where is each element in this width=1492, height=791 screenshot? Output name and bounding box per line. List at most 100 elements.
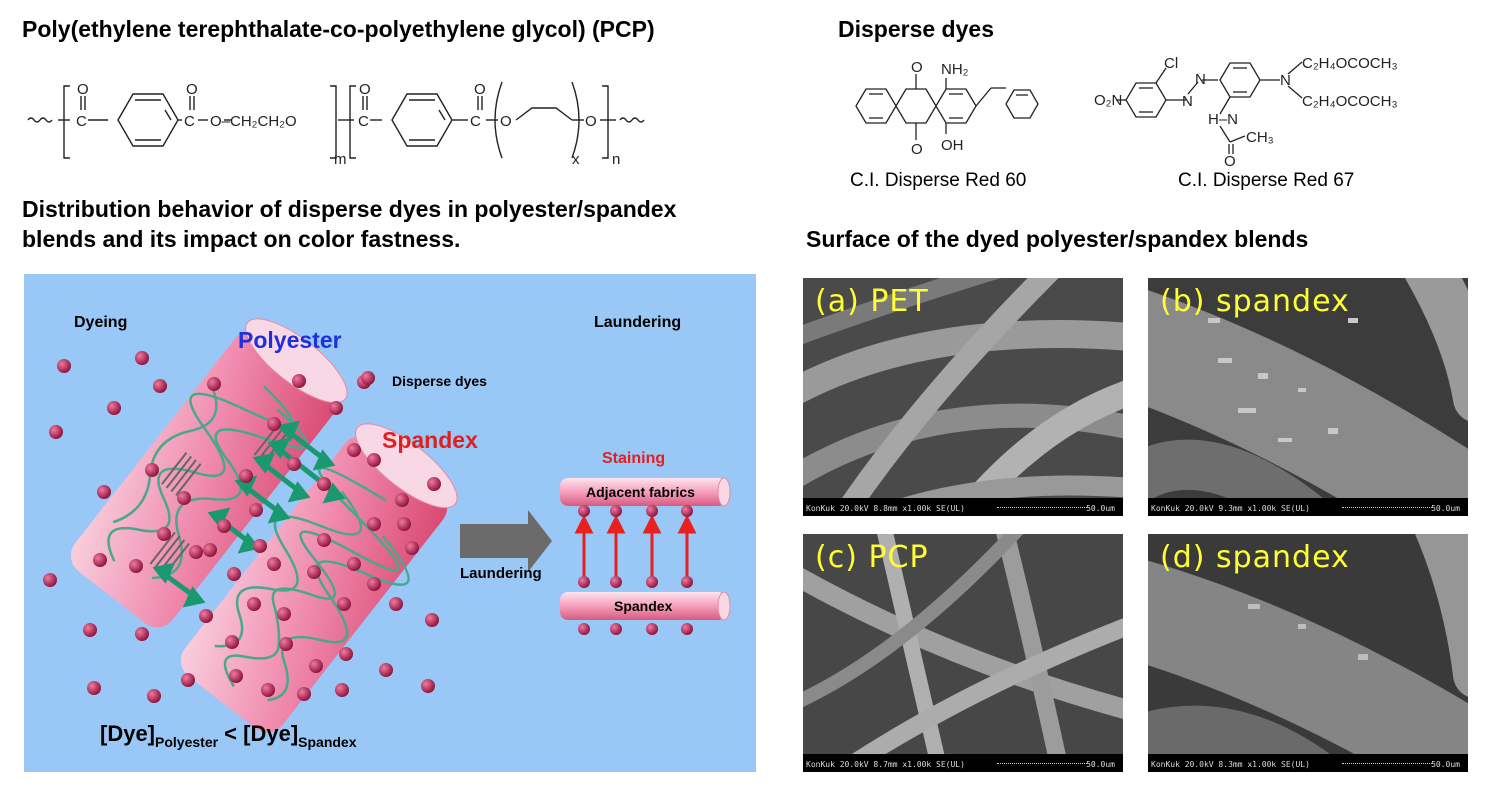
surface-title: Surface of the dyed polyester/spandex bl… [806, 226, 1309, 252]
red67-name: C.I. Disperse Red 67 [1178, 170, 1355, 191]
dye-particle [307, 565, 321, 579]
svg-text:C: C [76, 113, 87, 130]
dye-particle [129, 559, 143, 573]
red67-cl: Cl [1164, 55, 1178, 72]
staining-arrows [574, 514, 697, 578]
red67-o: O [1224, 153, 1236, 170]
dye-particle [267, 557, 281, 571]
dye-particle [145, 463, 159, 477]
sem-c-scale: 50.0um [1086, 760, 1115, 769]
staining-particle [681, 576, 693, 588]
dye-particle [267, 417, 281, 431]
sem-c-scalebar [997, 759, 1087, 764]
staining-particle [610, 623, 622, 635]
red67-hn: H–N [1208, 111, 1238, 128]
staining-particles [578, 505, 693, 635]
sem-b-fibers [1148, 278, 1468, 516]
sem-c-info: KonKuk 20.0kV 8.7mm x1.00k SE(UL) [806, 760, 965, 769]
dye-particle [425, 613, 439, 627]
sem-b-scalebar [1342, 503, 1432, 508]
dye-particle [43, 573, 57, 587]
pcp-carbonyl-o-3: O [359, 81, 371, 98]
spandex-label: Spandex [382, 427, 478, 453]
bracket-left-m [63, 85, 70, 159]
dye-particle [261, 683, 275, 697]
bracket-right-n [602, 85, 609, 159]
laundering-top-label: Laundering [594, 314, 681, 331]
adjacent-fabrics-label: Adjacent fabrics [586, 484, 695, 500]
dye-particle [225, 635, 239, 649]
diagram-canvas: Dyeing Laundering Polyester Spandex Disp… [43, 314, 731, 750]
sem-image-b: (b) spandex KonKuk 20.0kV 9.3mm x1.00k S… [1148, 278, 1468, 516]
dye-particle [297, 687, 311, 701]
dye-particle [97, 485, 111, 499]
pcp-ether-o: O [500, 113, 512, 130]
dye-particles [43, 351, 441, 703]
red67-azo-n2: N [1195, 71, 1206, 88]
staining-particle [578, 505, 590, 517]
dye-particle [199, 609, 213, 623]
staining-particle [578, 576, 590, 588]
pcp-carbonyl-o-1: O [77, 81, 89, 98]
staining-particle [610, 576, 622, 588]
dye-particle [239, 469, 253, 483]
staining-particle [681, 505, 693, 517]
concentration-equation: [Dye]Polyester < [Dye]Spandex [100, 721, 357, 750]
dye-particle [147, 689, 161, 703]
staining-particle [610, 505, 622, 517]
dye-particle [207, 377, 221, 391]
dye-particle [57, 359, 71, 373]
red67-no2: O₂N [1094, 92, 1122, 109]
red60-oh: OH [941, 137, 964, 154]
spandex-bar-label: Spandex [614, 598, 673, 614]
dye-particle [227, 567, 241, 581]
wavy-end-right [619, 117, 645, 123]
dye-particle [347, 443, 361, 457]
staining-label: Staining [602, 450, 665, 467]
dye-particle [181, 673, 195, 687]
dye-particle [157, 527, 171, 541]
svg-text:C: C [358, 113, 369, 130]
sem-c-databar: KonKuk 20.0kV 8.7mm x1.00k SE(UL) 50.0um [803, 754, 1123, 772]
sem-b-info: KonKuk 20.0kV 9.3mm x1.00k SE(UL) [1151, 504, 1310, 513]
dye-particle [361, 371, 375, 385]
dye-distribution-diagram: Dyeing Laundering Polyester Spandex Disp… [24, 274, 756, 772]
red67-substituent-2: C₂H₄OCOCH₃ [1302, 93, 1398, 110]
wavy-end-left [27, 117, 53, 123]
dye-particle [253, 539, 267, 553]
polyester-label: Polyester [238, 327, 342, 353]
dye-particle [292, 374, 306, 388]
dye-particle [203, 543, 217, 557]
svg-text:C: C [470, 113, 481, 130]
sem-a-scalebar [997, 503, 1087, 508]
bracket-left-n [349, 85, 356, 159]
dye-particle [93, 553, 107, 567]
dye-particle [395, 493, 409, 507]
dye-particle [335, 683, 349, 697]
dye-particle [421, 679, 435, 693]
sem-a-fibers [803, 278, 1123, 516]
dye-particle [317, 533, 331, 547]
sem-c-label: (c) PCP [815, 540, 929, 575]
sem-d-scale: 50.0um [1431, 760, 1460, 769]
dye-particle [367, 517, 381, 531]
sem-a-info: KonKuk 20.0kV 8.8mm x1.00k SE(UL) [806, 504, 965, 513]
pcp-subscript-m: m [334, 151, 347, 168]
sem-b-databar: KonKuk 20.0kV 9.3mm x1.00k SE(UL) 50.0um [1148, 498, 1468, 516]
sem-d-scalebar [1342, 759, 1432, 764]
pcp-structure: C O C O O–CH₂CH₂O C O C O O O m x n [27, 81, 645, 168]
dye-particle [87, 681, 101, 695]
dye-particle [135, 351, 149, 365]
sem-image-a: (a) PET KonKuk 20.0kV 8.8mm x1.00k SE(UL… [803, 278, 1123, 516]
dye-particle [229, 669, 243, 683]
dye-particle [177, 491, 191, 505]
dye-particle [287, 457, 301, 471]
adjacent-fabrics-bar [560, 477, 731, 507]
distribution-title: Distribution behavior of disperse dyes i… [22, 194, 676, 254]
dye-particle [107, 401, 121, 415]
dye-particle [247, 597, 261, 611]
dyeing-label: Dyeing [74, 314, 127, 331]
pcp-carbonyl-o-2: O [186, 81, 198, 98]
sem-d-fibers [1148, 534, 1468, 772]
dye-particle [329, 401, 343, 415]
